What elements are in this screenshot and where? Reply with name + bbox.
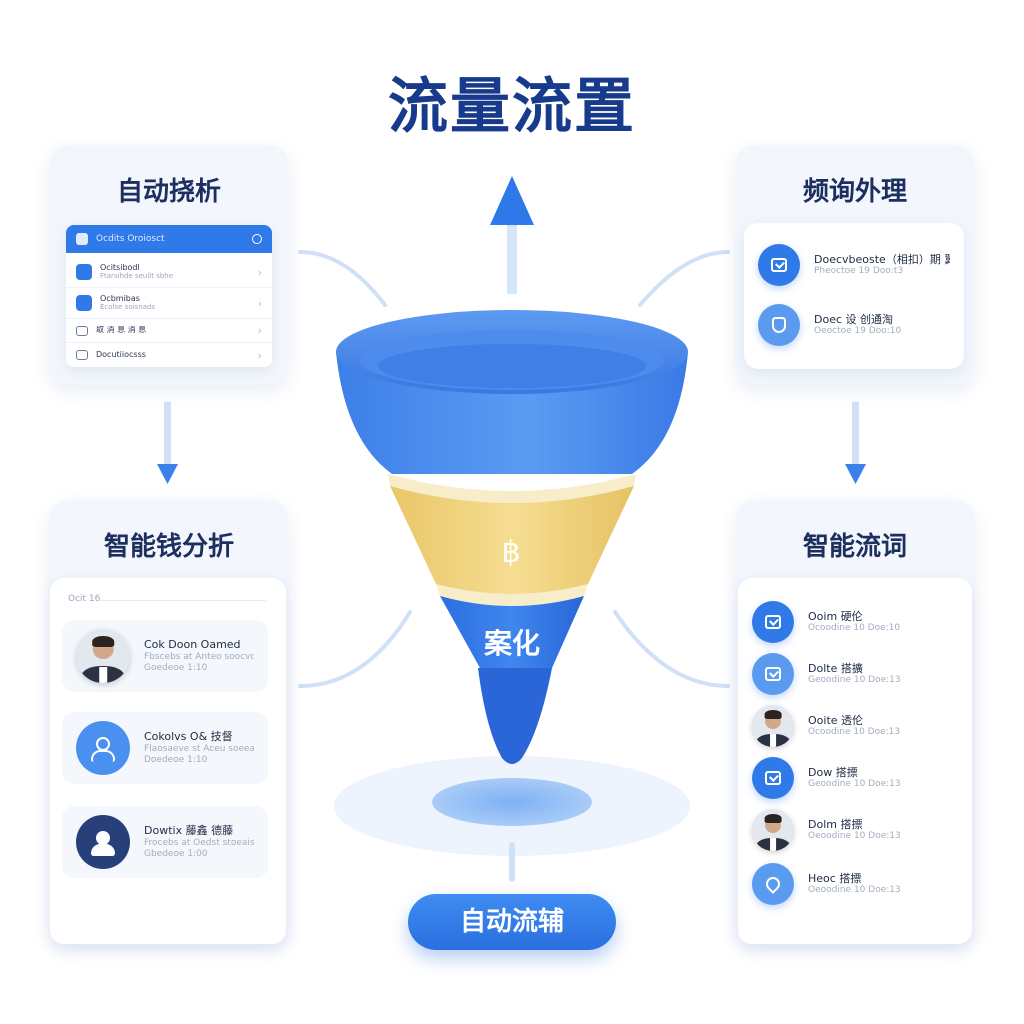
message-icon <box>76 350 88 360</box>
list-item[interactable]: Dolm 搭摽 Oeoodine 10 Doe:13 <box>738 806 972 854</box>
item-secondary: Ocoodine 10 Doe:13 <box>808 727 901 738</box>
item-tertiary: Doedeoe 1:10 <box>144 754 208 765</box>
app-logo-icon <box>76 233 88 245</box>
analysis-list: Ocit 16 Cok Doon Oamed Fbscebs at Anteo … <box>50 578 286 944</box>
inbox-icon <box>758 244 800 286</box>
panel-title-smart-flow: 智能流词 <box>802 532 907 562</box>
list-item[interactable]: Dow 搭摽 Geoodine 10 Doe:13 <box>738 754 972 802</box>
search-icon[interactable] <box>252 234 262 244</box>
page-title: 流量流置 <box>388 72 636 142</box>
flow-list: Ooim 硬伦 Ocoodine 10 Doe:10 Dolte 搭擴 Geoo… <box>738 578 972 944</box>
row-primary: Ocbmibas <box>100 294 140 303</box>
item-secondary: Geoodine 10 Doe:13 <box>808 779 901 790</box>
panel-title-auto-parse: 自动挠析 <box>116 177 221 207</box>
user-icon <box>76 815 130 869</box>
document-icon <box>76 264 92 280</box>
list-item[interactable]: Ocitsibodl Ftarsihde seulit sbhe › <box>66 257 272 288</box>
chevron-right-icon: › <box>257 296 262 310</box>
up-arrow-icon <box>490 176 534 294</box>
row-secondary: Ecolse soisnads <box>100 302 156 311</box>
app-bar: Ocdits Oroiosct <box>66 225 272 253</box>
connector-lines <box>298 250 730 688</box>
document-icon <box>76 295 92 311</box>
avatar <box>752 809 794 851</box>
list-item[interactable]: Docutiiocsss › <box>66 343 272 367</box>
panel-title-consult: 频询外理 <box>802 177 907 207</box>
list-item[interactable]: Ooite 透伦 Ocoodine 10 Doe:13 <box>738 702 972 750</box>
item-primary: Doecvbeoste（相扣）期 翼） <box>814 252 950 266</box>
chat-icon <box>76 325 88 336</box>
item-primary: Doec 设 创通淘 <box>814 312 894 326</box>
avatar <box>752 705 794 747</box>
item-primary: Heoc 搭摽 <box>808 871 862 885</box>
list-item[interactable]: Doec 设 创通淘 Oeoctoe 19 Doo:10 <box>744 301 964 349</box>
row-primary: Docutiiocsss <box>96 350 146 359</box>
panel-auto-parse: 自动挠析 Ocdits Oroiosct Ocitsibodl Ftarsihd… <box>50 145 288 385</box>
item-secondary: Pheoctoe 19 Doo:t3 <box>814 266 904 277</box>
item-secondary: Fbscebs at Anteo soocvdacs <box>144 651 254 662</box>
user-icon <box>76 721 130 775</box>
analysis-header: Ocit 16 <box>68 594 101 604</box>
currency-icon: ฿ <box>501 535 521 570</box>
inbox-icon <box>752 653 794 695</box>
inbox-icon <box>752 757 794 799</box>
shield-icon <box>758 304 800 346</box>
row-secondary: Ftarsihde seulit sbhe <box>100 271 174 280</box>
item-secondary: Ocoodine 10 Doe:10 <box>808 623 901 634</box>
list-item[interactable]: Ooim 硬伦 Ocoodine 10 Doe:10 <box>738 598 972 646</box>
list-item[interactable]: Doecvbeoste（相扣）期 翼） Pheoctoe 19 Doo:t3 <box>744 241 964 289</box>
item-secondary: Oeoctoe 19 Doo:10 <box>814 326 902 337</box>
funnel-center-label: 案化 <box>483 627 540 660</box>
item-primary: Cok Doon Oamed <box>144 637 241 651</box>
list-item[interactable]: Dolte 搭擴 Geoodine 10 Doe:13 <box>738 650 972 698</box>
item-primary: Dolm 搭摽 <box>808 817 863 831</box>
analysis-card[interactable]: Cok Doon Oamed Fbscebs at Anteo soocvdac… <box>62 620 268 692</box>
item-tertiary: Goedeoe 1:10 <box>144 662 208 673</box>
item-secondary: Oeoodine 10 Doe:13 <box>808 831 901 842</box>
item-secondary: Frocebs at Oedst stoeais <box>144 837 254 848</box>
item-secondary: Geoodine 10 Doe:13 <box>808 675 901 686</box>
panel-smart-analysis: 智能钱分折 Ocit 16 Cok Doon Oamed Fbscebs at … <box>50 500 288 945</box>
panel-smart-flow: 智能流词 Ooim 硬伦 Ocoodine 10 Doe:10 Dolte 搭擴… <box>736 500 974 945</box>
item-primary: Dolte 搭擴 <box>808 661 863 675</box>
avatar <box>76 629 130 683</box>
chevron-right-icon: › <box>257 348 262 362</box>
row-primary: 取 消 息 消 息 <box>96 326 147 335</box>
panel-title-smart-analysis: 智能钱分折 <box>103 532 234 562</box>
analysis-card[interactable]: Dowtix 藤鑫 德藤 Frocebs at Oedst stoeais Gb… <box>62 806 268 878</box>
location-pin-icon <box>752 863 794 905</box>
down-arrow-left-icon <box>157 402 178 484</box>
app-bar-title: Ocdits Oroiosct <box>96 234 165 244</box>
list-item[interactable]: Ocbmibas Ecolse soisnads › <box>66 288 272 319</box>
item-primary: Dowtix 藤鑫 德藤 <box>144 823 234 837</box>
down-arrow-right-icon <box>845 402 866 484</box>
item-secondary: Oeoodine 10 Doe:13 <box>808 885 901 896</box>
consult-list: Doecvbeoste（相扣）期 翼） Pheoctoe 19 Doo:t3 D… <box>744 223 964 369</box>
chevron-right-icon: › <box>257 265 262 279</box>
item-tertiary: Gbedeoe 1:00 <box>144 848 208 859</box>
auto-flow-button[interactable]: 自动流辅 <box>408 894 616 950</box>
row-primary: Ocitsibodl <box>100 263 140 272</box>
mini-app-window: Ocdits Oroiosct Ocitsibodl Ftarsihde seu… <box>66 225 272 367</box>
panel-consult: 频询外理 Doecvbeoste（相扣）期 翼） Pheoctoe 19 Doo… <box>736 145 974 385</box>
item-primary: Ooite 透伦 <box>808 713 864 727</box>
item-secondary: Flaosaeve st Aceu soeeals <box>144 743 254 754</box>
list-item[interactable]: Heoc 搭摽 Oeoodine 10 Doe:13 <box>738 860 972 908</box>
item-primary: Ooim 硬伦 <box>808 609 863 623</box>
analysis-card[interactable]: Cokolvs O& 技督 Flaosaeve st Aceu soeeals … <box>62 712 268 784</box>
inbox-icon <box>752 601 794 643</box>
chevron-right-icon: › <box>257 324 262 337</box>
item-primary: Dow 搭摽 <box>808 765 858 779</box>
item-primary: Cokolvs O& 技督 <box>144 729 233 743</box>
list-item[interactable]: 取 消 息 消 息 › <box>66 319 272 343</box>
divider <box>100 600 266 601</box>
